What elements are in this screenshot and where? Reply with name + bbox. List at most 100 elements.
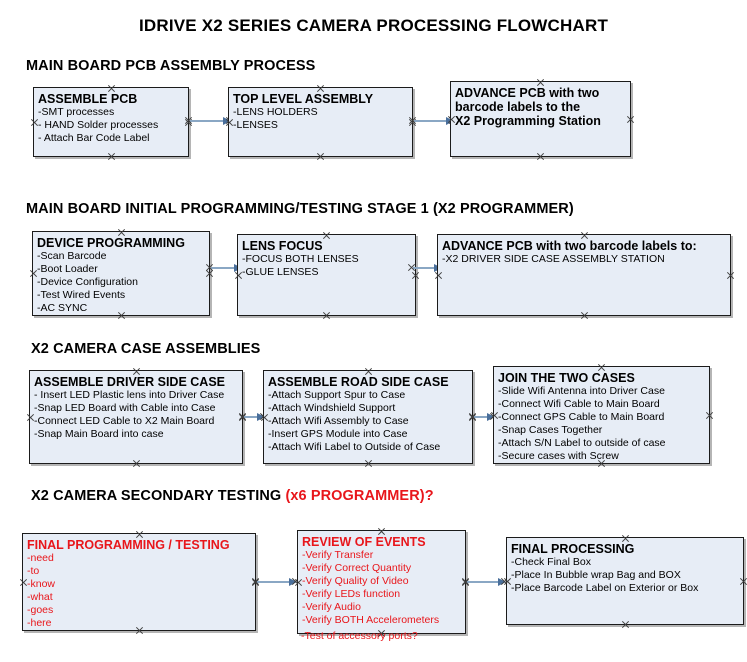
box-line: -Connect Wifi Cable to Main Board bbox=[498, 398, 660, 410]
box-body: ASSEMBLE PCB -SMT processes - HAND Solde… bbox=[34, 88, 188, 147]
section-heading-3-text: X2 CAMERA CASE ASSEMBLIES bbox=[31, 341, 261, 357]
box-line: -Connect GPS Cable to Main Board bbox=[498, 411, 665, 423]
box-line: -Verify LEDs function bbox=[302, 588, 401, 600]
box-top-level-assembly[interactable]: TOP LEVEL ASSEMBLY -LENS HOLDERS -LENSES bbox=[228, 87, 413, 157]
box-line: - Attach Bar Code Label bbox=[38, 132, 150, 144]
resize-handle-bottom[interactable] bbox=[536, 152, 545, 161]
connector-start-handle[interactable] bbox=[407, 263, 416, 272]
box-body: ASSEMBLE ROAD SIDE CASE -Attach Support … bbox=[264, 371, 472, 456]
box-device-programming[interactable]: DEVICE PROGRAMMING -Scan Barcode -Boot L… bbox=[32, 231, 210, 316]
box-line: -know bbox=[27, 578, 56, 590]
connector-start-handle[interactable] bbox=[238, 412, 247, 421]
box-line-overflow: -Test of accessory ports? bbox=[301, 630, 418, 642]
box-body: FINAL PROGRAMMING / TESTING -need -to -k… bbox=[23, 534, 255, 632]
box-line: -Scan Barcode bbox=[37, 250, 107, 262]
box-line: -Attach Wifi Assembly to Case bbox=[268, 415, 409, 427]
section-heading-1: MAIN BOARD PCB ASSEMBLY PROCESS bbox=[26, 58, 315, 74]
box-line: -GLUE LENSES bbox=[242, 266, 319, 278]
box-line: -Insert GPS Module into Case bbox=[268, 428, 408, 440]
connector-start-handle[interactable] bbox=[205, 263, 214, 272]
box-line: -Attach S/N Label to outside of case bbox=[498, 437, 666, 449]
box-line: -Place Barcode Label on Exterior or Box bbox=[511, 582, 699, 594]
connector-review-of-events-to-final-processing[interactable] bbox=[467, 578, 506, 586]
resize-handle-bottom[interactable] bbox=[322, 311, 331, 320]
resize-handle-bottom[interactable] bbox=[621, 620, 630, 629]
section-heading-1-text: MAIN BOARD PCB ASSEMBLY PROCESS bbox=[26, 58, 316, 74]
box-join-the-two-cases[interactable]: JOIN THE TWO CASES -Slide Wifi Antenna i… bbox=[493, 366, 710, 464]
section-heading-4-text: X2 CAMERA SECONDARY TESTING bbox=[31, 488, 286, 504]
resize-handle-bottom[interactable] bbox=[580, 311, 589, 320]
box-assemble-driver-side-case[interactable]: ASSEMBLE DRIVER SIDE CASE - Insert LED P… bbox=[29, 370, 243, 464]
box-line: -Test Wired Events bbox=[37, 289, 126, 301]
box-line: -goes bbox=[27, 604, 54, 616]
box-line: -Check Final Box bbox=[511, 556, 591, 568]
box-line: -LENS HOLDERS bbox=[233, 106, 318, 118]
connector-device-programming-to-lens-focus[interactable] bbox=[211, 264, 242, 272]
connector-start-handle[interactable] bbox=[408, 116, 417, 125]
box-title: FINAL PROGRAMMING / TESTING bbox=[27, 538, 230, 552]
box-body: ADVANCE PCB with two barcode labels to t… bbox=[451, 82, 630, 130]
box-line: -Verify Audio bbox=[302, 601, 361, 613]
box-line: -Attach Wifi Label to Outside of Case bbox=[268, 441, 441, 453]
box-line: X2 Programming Station bbox=[455, 114, 601, 128]
box-title: FINAL PROCESSING bbox=[511, 542, 635, 556]
box-body: LENS FOCUS -FOCUS BOTH LENSES -GLUE LENS… bbox=[238, 235, 415, 281]
box-line: -AC SYNC bbox=[37, 302, 88, 314]
box-title: ASSEMBLE ROAD SIDE CASE bbox=[268, 375, 449, 389]
box-line: -Verify Quality of Video bbox=[302, 575, 409, 587]
box-line: -Device Configuration bbox=[37, 276, 138, 288]
box-line: -Verify Transfer bbox=[302, 549, 374, 561]
box-line: - HAND Solder processes bbox=[38, 119, 159, 131]
box-line: -Connect LED Cable to X2 Main Board bbox=[34, 415, 215, 427]
box-line: -need bbox=[27, 552, 54, 564]
box-line: -FOCUS BOTH LENSES bbox=[242, 253, 359, 265]
resize-handle-bottom[interactable] bbox=[364, 459, 373, 468]
box-body: FINAL PROCESSING -Check Final Box -Place… bbox=[507, 538, 743, 597]
box-body: ASSEMBLE DRIVER SIDE CASE - Insert LED P… bbox=[30, 371, 242, 443]
box-body: TOP LEVEL ASSEMBLY -LENS HOLDERS -LENSES bbox=[229, 88, 412, 134]
resize-handle-bottom[interactable] bbox=[132, 459, 141, 468]
connector-start-handle[interactable] bbox=[468, 412, 477, 421]
box-assemble-pcb[interactable]: ASSEMBLE PCB -SMT processes - HAND Solde… bbox=[33, 87, 189, 157]
connector-lens-focus-to-advance-pcb[interactable] bbox=[413, 264, 442, 272]
box-lens-focus[interactable]: LENS FOCUS -FOCUS BOTH LENSES -GLUE LENS… bbox=[237, 234, 416, 316]
box-title: ASSEMBLE DRIVER SIDE CASE bbox=[34, 375, 226, 389]
box-title: ADVANCE PCB with two bbox=[455, 86, 600, 100]
box-line: -Attach Windshield Support bbox=[268, 402, 396, 414]
resize-handle-right[interactable] bbox=[726, 271, 735, 280]
box-line: -Snap LED Board with Cable into Case bbox=[34, 402, 216, 414]
page-title: IDRIVE X2 SERIES CAMERA PROCESSING FLOWC… bbox=[138, 16, 609, 35]
connector-start-handle[interactable] bbox=[251, 577, 260, 586]
box-line: -X2 DRIVER SIDE CASE ASSEMBLY STATION bbox=[442, 253, 665, 265]
resize-handle-bottom[interactable] bbox=[316, 152, 325, 161]
box-line: -here bbox=[27, 617, 52, 629]
box-final-processing[interactable]: FINAL PROCESSING -Check Final Box -Place… bbox=[506, 537, 744, 625]
box-line: -Place In Bubble wrap Bag and BOX bbox=[511, 569, 681, 581]
box-final-programming-testing[interactable]: FINAL PROGRAMMING / TESTING -need -to -k… bbox=[22, 533, 256, 631]
connector-driver-case-to-road-case[interactable] bbox=[244, 413, 265, 421]
section-heading-2: MAIN BOARD INITIAL PROGRAMMING/TESTING S… bbox=[26, 201, 574, 217]
section-heading-4: X2 CAMERA SECONDARY TESTING (x6 PROGRAMM… bbox=[31, 488, 434, 504]
section-heading-3: X2 CAMERA CASE ASSEMBLIES bbox=[31, 341, 260, 357]
box-line: -Slide Wifi Antenna into Driver Case bbox=[498, 385, 665, 397]
box-advance-pcb-to-driver-side-case[interactable]: ADVANCE PCB with two barcode labels to: … bbox=[437, 234, 731, 316]
connector-final-programming-to-review-of-events[interactable] bbox=[257, 578, 297, 586]
box-review-of-events[interactable]: REVIEW OF EVENTS -Verify Transfer -Verif… bbox=[297, 530, 466, 634]
box-title: JOIN THE TWO CASES bbox=[498, 371, 635, 385]
box-line: - Insert LED Plastic lens into Driver Ca… bbox=[34, 389, 225, 401]
connector-start-handle[interactable] bbox=[184, 116, 193, 125]
box-line: -Boot Loader bbox=[37, 263, 98, 275]
connector-top-level-to-advance-pcb[interactable] bbox=[414, 117, 454, 125]
box-advance-pcb-to-programming-station[interactable]: ADVANCE PCB with two barcode labels to t… bbox=[450, 81, 631, 157]
resize-handle-bottom[interactable] bbox=[107, 152, 116, 161]
connector-road-case-to-join-cases[interactable] bbox=[474, 413, 495, 421]
box-line: -to bbox=[27, 565, 40, 577]
connector-assemble-pcb-to-top-level[interactable] bbox=[190, 117, 231, 125]
box-title: ADVANCE PCB with two barcode labels to: bbox=[442, 239, 697, 253]
box-line: -Snap Cases Together bbox=[498, 424, 603, 436]
box-line: -Secure cases with Screw bbox=[498, 450, 619, 462]
connector-start-handle[interactable] bbox=[461, 577, 470, 586]
box-title: ASSEMBLE PCB bbox=[38, 92, 138, 106]
box-assemble-road-side-case[interactable]: ASSEMBLE ROAD SIDE CASE -Attach Support … bbox=[263, 370, 473, 464]
